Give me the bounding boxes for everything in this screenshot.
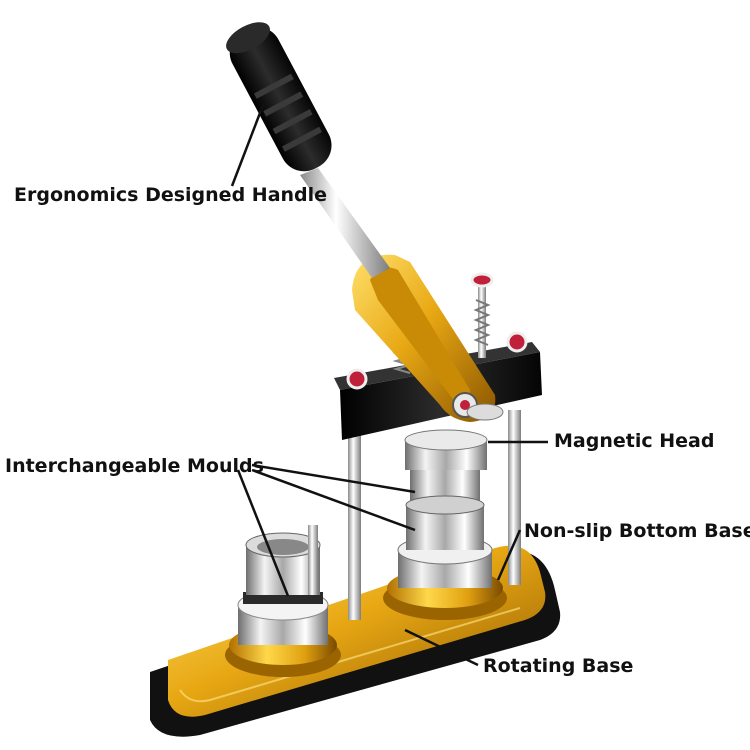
leader-moulds-b (251, 463, 416, 494)
leader-lines (230, 99, 548, 667)
leader-handle (230, 99, 267, 187)
guide-rod-right (508, 410, 521, 585)
guide-pin (308, 525, 318, 595)
label-non-slip-bottom-base: Non-slip Bottom Base (524, 520, 750, 542)
label-magnetic-head: Magnetic Head (554, 430, 715, 452)
adjustment-screw (470, 272, 494, 358)
handle-rod (300, 168, 390, 278)
press-head (404, 429, 488, 550)
label-rotating-base: Rotating Base (483, 655, 634, 677)
handle-grip (226, 22, 332, 172)
guide-rod-left (348, 425, 361, 620)
label-interchangeable-moulds: Interchangeable Moulds (5, 455, 264, 477)
label-ergonomic-handle: Ergonomics Designed Handle (14, 184, 328, 206)
left-mould-station (225, 532, 341, 677)
leader-moulds-a (236, 469, 290, 597)
gold-lever-arm (352, 254, 504, 422)
leader-rotating (404, 628, 479, 667)
leader-moulds-c (251, 468, 416, 532)
leader-nonslip (496, 529, 522, 581)
